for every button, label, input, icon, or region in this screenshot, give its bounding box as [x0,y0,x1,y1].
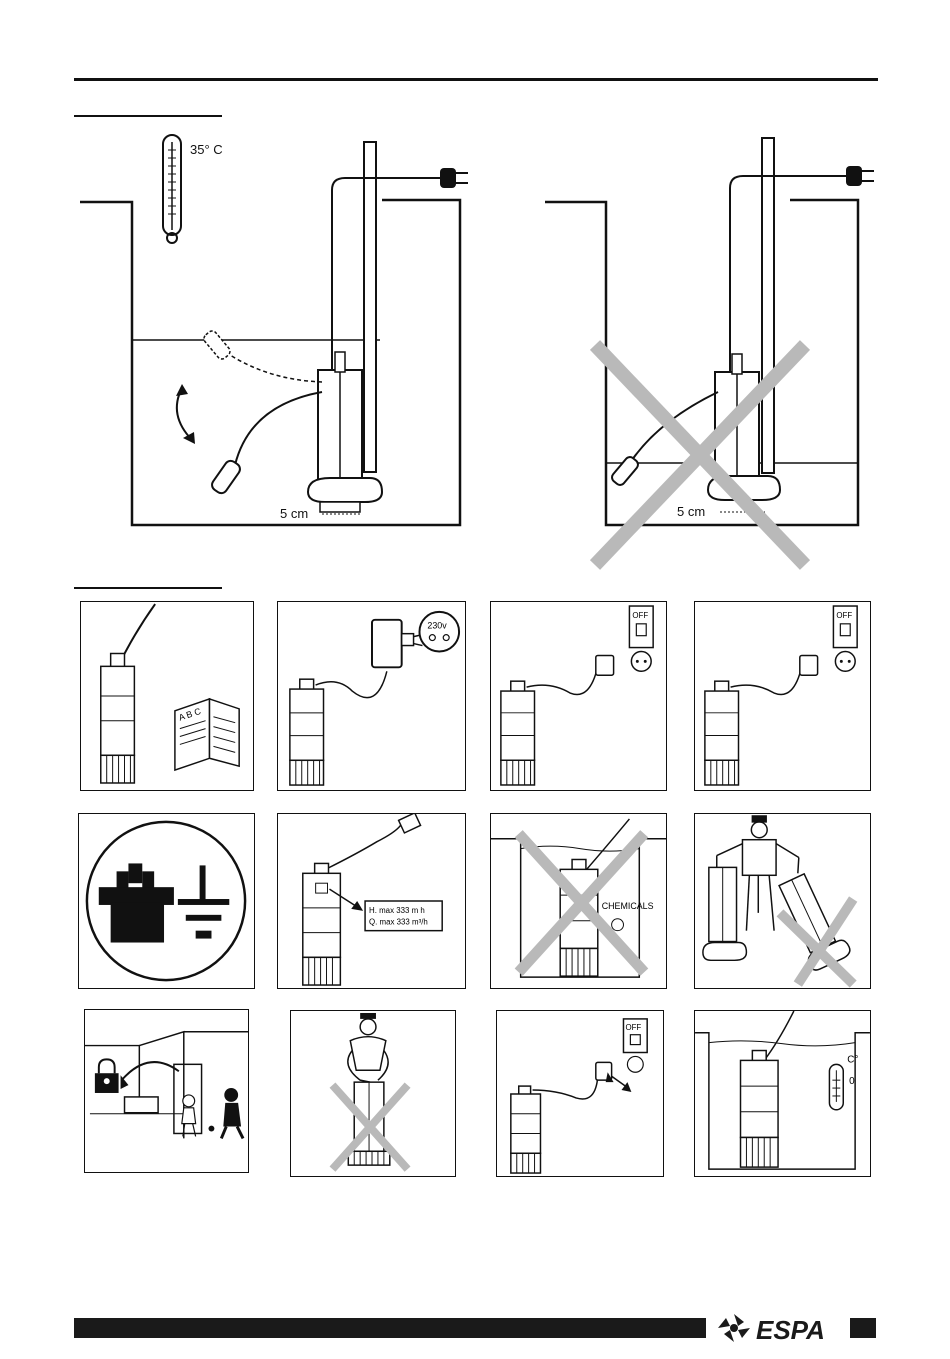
top-rule [74,78,878,81]
section-rule-2 [74,587,222,589]
plug-icon [440,168,468,188]
panel-nameplate: H. max 333 m h Q. max 333 m³/h [277,813,466,989]
incorrect-installation-diagram: 5 cm [540,120,885,580]
thermometer-icon-2 [829,1064,843,1109]
panel-switch-off-2: OFF [694,601,871,791]
panel-keep-away-children [84,1009,249,1173]
brand-logo: ESPA [716,1308,846,1348]
nameplate-q: Q. max 333 m³/h [369,918,428,927]
unplug-arrow-icon [612,1076,626,1086]
float-switch-icon [210,458,243,495]
nameplate-h: H. max 333 m h [369,906,425,915]
worker-icon-2 [348,1013,388,1082]
chemicals-label: CHEMICALS [602,901,654,911]
panel-no-carry-by-cable [290,1010,456,1177]
correct-installation-diagram: 35° C 5 cm [70,120,490,540]
voltage-label: 230v [427,621,447,631]
brand-name: ESPA [756,1315,825,1345]
panel-no-chemicals: CHEMICALS [490,813,667,989]
panel-read-manual: A B C [80,601,254,791]
adapter-icon [372,620,402,667]
padlock-icon [95,1059,119,1093]
pump-small-icon [125,1097,159,1113]
temp-zero: 0 [849,1076,855,1087]
thermometer-icon [163,135,181,243]
section-rule-1 [74,115,222,117]
swing-arrow-icon [177,388,192,440]
switch-off-label-1: OFF [632,611,648,620]
switch-off-label-2: OFF [836,611,852,620]
footer-bar [74,1318,706,1338]
espa-logo-icon [718,1314,750,1342]
panel-frost-protection: C° 0 [694,1010,871,1177]
panel-unplug: OFF [496,1010,664,1177]
temperature-label: 35° C [190,142,223,157]
panel-switch-off-1: OFF [490,601,667,791]
panel-no-lifting-by-cable [694,813,871,989]
child-silhouette-icon [224,1088,238,1102]
correct-distance-label: 5 cm [280,506,308,521]
socket-icon [419,612,459,652]
incorrect-distance-label: 5 cm [677,504,705,519]
switch-off-label-3: OFF [625,1023,641,1032]
temp-unit: C° [847,1054,858,1065]
footer-page-box [850,1318,876,1338]
panel-earthing [78,813,255,989]
manual-book-icon [175,699,239,770]
plug-icon-2 [846,166,874,186]
float-switch-icon-2 [610,455,640,487]
child-icon [183,1095,195,1107]
panel-check-voltage: 230v [277,601,466,791]
